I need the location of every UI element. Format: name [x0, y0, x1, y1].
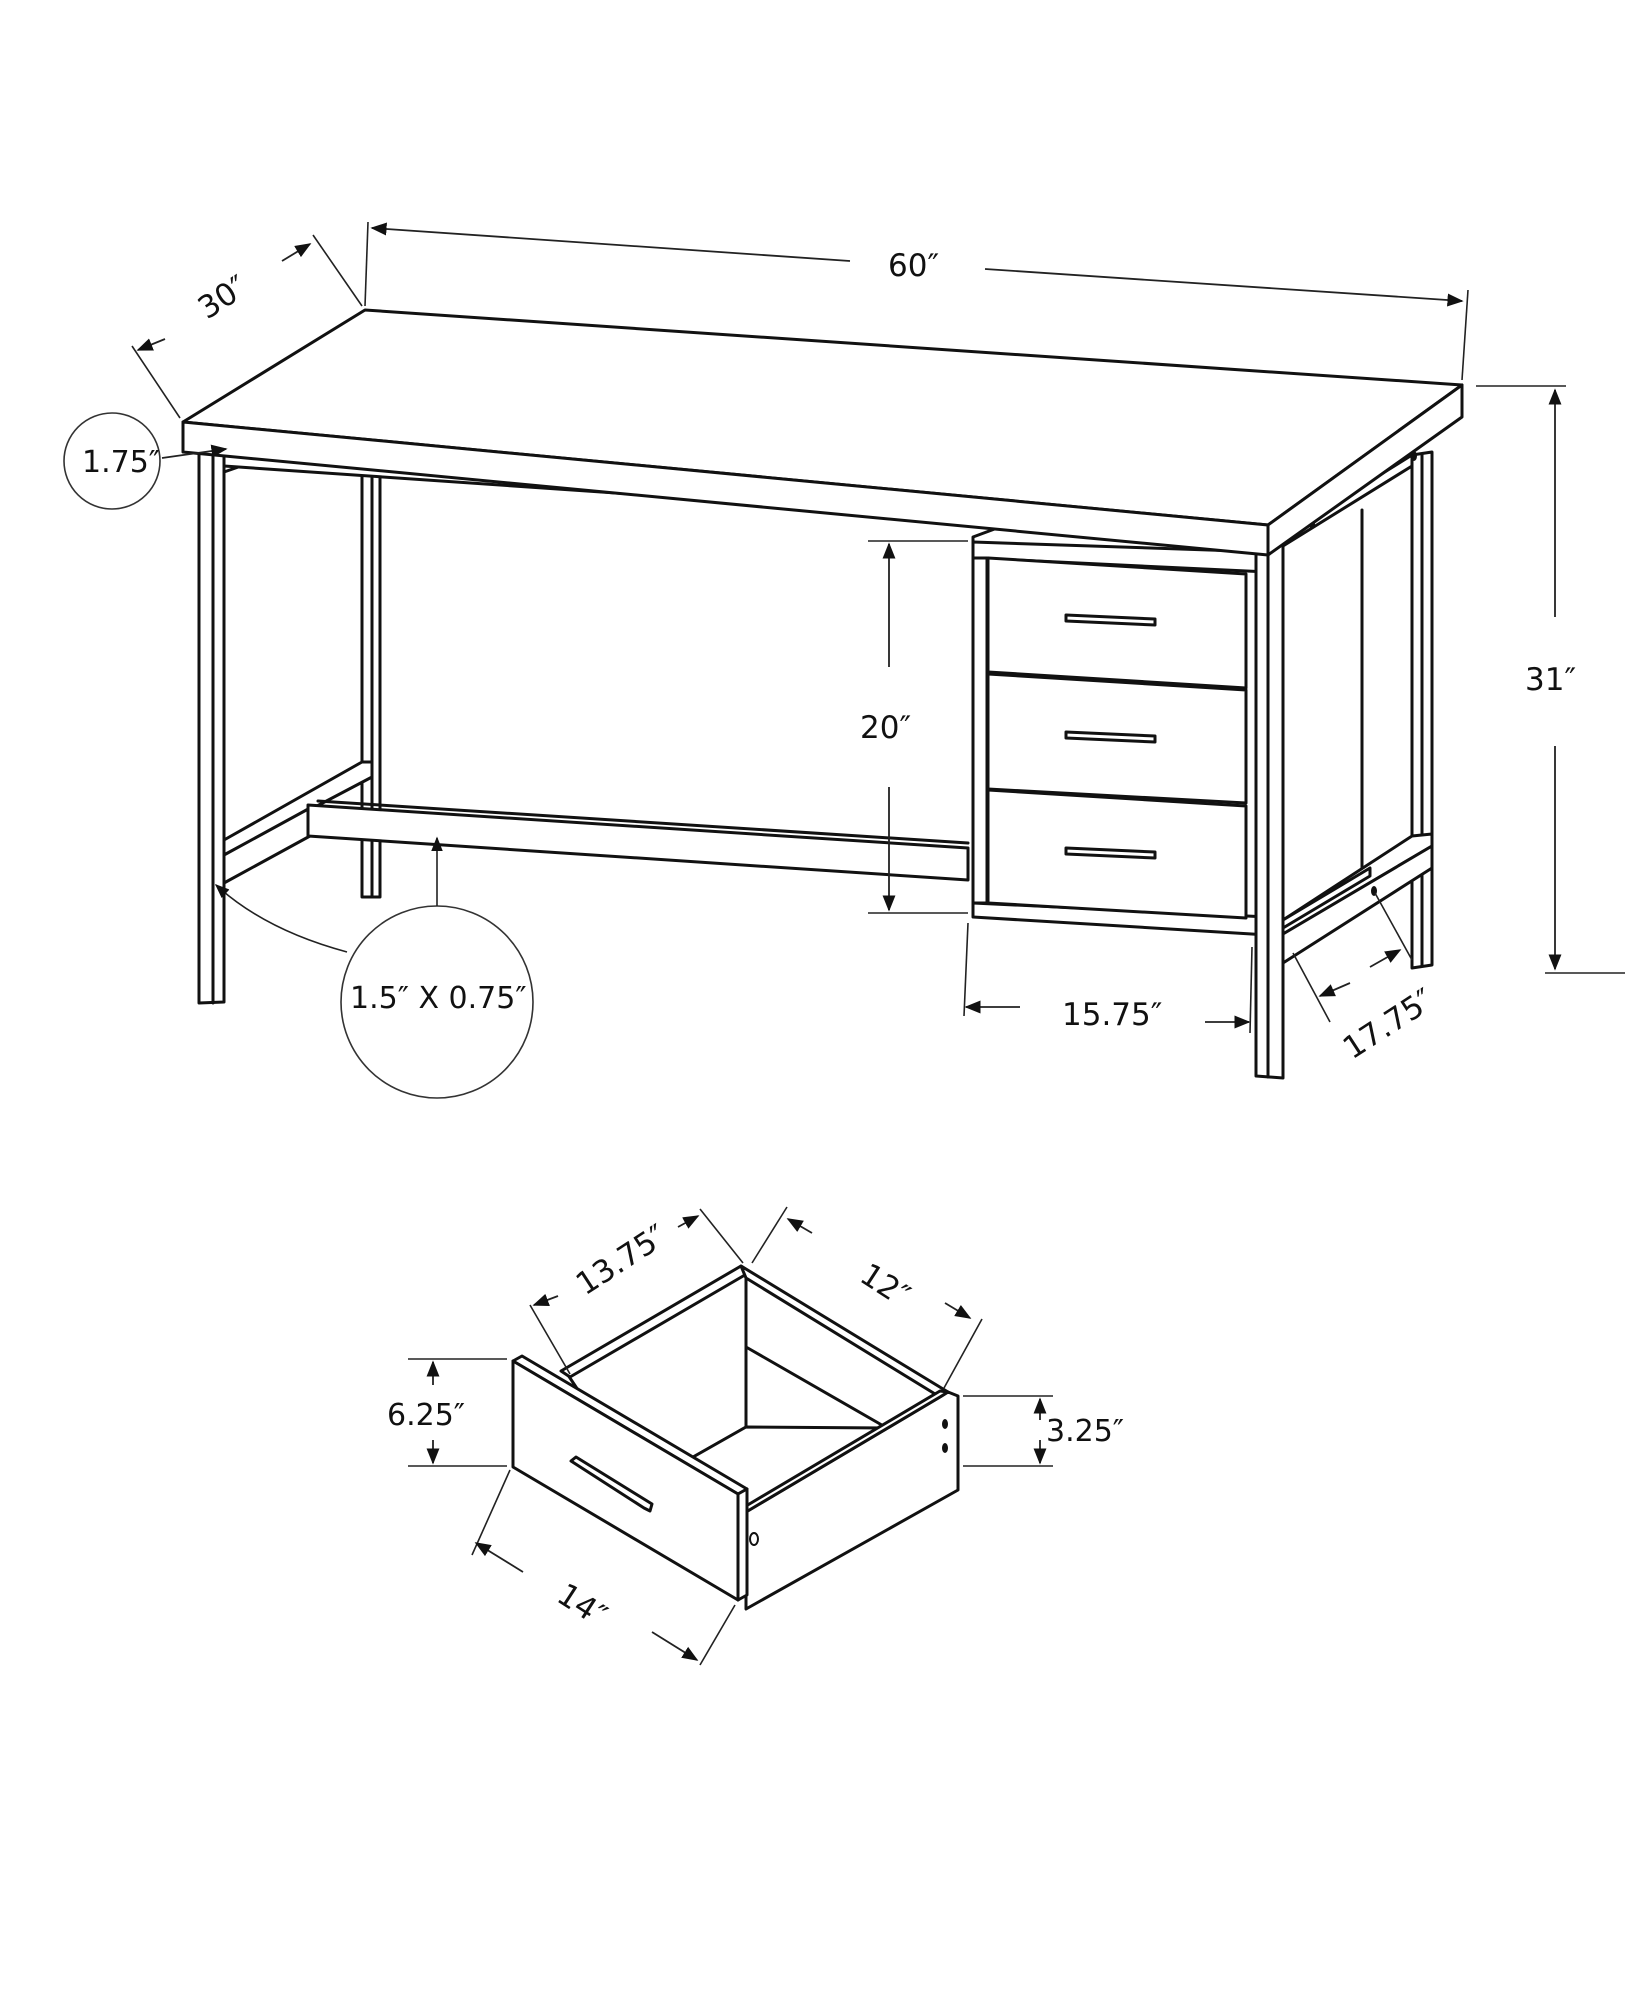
drawer-front-width-label: 14″ [551, 1577, 613, 1635]
pedestal-width-label: 15.75″ [1062, 997, 1162, 1033]
drawer-1-handle [1064, 613, 1157, 627]
desktop-surface [181, 308, 1464, 557]
drawer-front-height-label: 6.25″ [387, 1398, 465, 1433]
width-label: 60″ [888, 248, 939, 284]
drawer-inner-width-label: 13.75″ [570, 1218, 674, 1303]
drawer-right-side [744, 1390, 960, 1611]
dimension-top-thickness: 1.75″ [63, 412, 228, 510]
pedestal-drawer-2 [986, 672, 1248, 805]
pedestal-drawer-1 [986, 556, 1248, 690]
drawer-3-handle [1064, 846, 1157, 860]
center-stretcher [306, 799, 970, 882]
drawer-pedestal [971, 525, 1270, 937]
right-side-frame [1281, 451, 1434, 965]
desk-illustration [181, 308, 1464, 1080]
desktop-side-edge [1266, 383, 1464, 557]
dimension-drawer-front-height: 6.25″ [387, 1358, 507, 1467]
drawer-2-handle [1064, 730, 1157, 744]
front-left-leg [197, 450, 226, 1005]
drawer-screw [749, 1532, 759, 1546]
dimension-leg-section: 1.5″ X 0.75″ [214, 836, 534, 1099]
pedestal-depth-label: 17.75″ [1337, 982, 1441, 1067]
drawer-handle [569, 1455, 654, 1513]
drawer-screw [942, 1443, 948, 1453]
dimension-desk-height: 31″ [1476, 385, 1625, 974]
top-thickness-label: 1.75″ [82, 445, 160, 480]
drawer-inner-height-label: 3.25″ [1046, 1414, 1124, 1449]
drawer-illustration [511, 1264, 960, 1611]
depth-label: 30″ [192, 269, 254, 327]
pedestal-left-post [971, 556, 989, 905]
top-thickness-callout [63, 412, 161, 510]
back-right-leg [1410, 450, 1434, 970]
dimension-pedestal-height: 20″ [860, 540, 968, 914]
front-right-leg [1254, 528, 1285, 1080]
leg-section-label: 1.5″ X 0.75″ [350, 981, 527, 1016]
desk-height-label: 31″ [1525, 662, 1576, 698]
dimension-pedestal-width: 15.75″ [963, 922, 1253, 1034]
drawer-inner-depth-label: 12″ [854, 1257, 916, 1315]
drawer-screw [942, 1419, 948, 1429]
dimension-width: 60″ [364, 221, 1469, 381]
drawer-front-panel [511, 1359, 740, 1602]
dimension-drawer-inner-height: 3.25″ [963, 1395, 1124, 1467]
pedestal-drawer-3 [986, 788, 1248, 920]
pedestal-height-label: 20″ [860, 710, 911, 746]
